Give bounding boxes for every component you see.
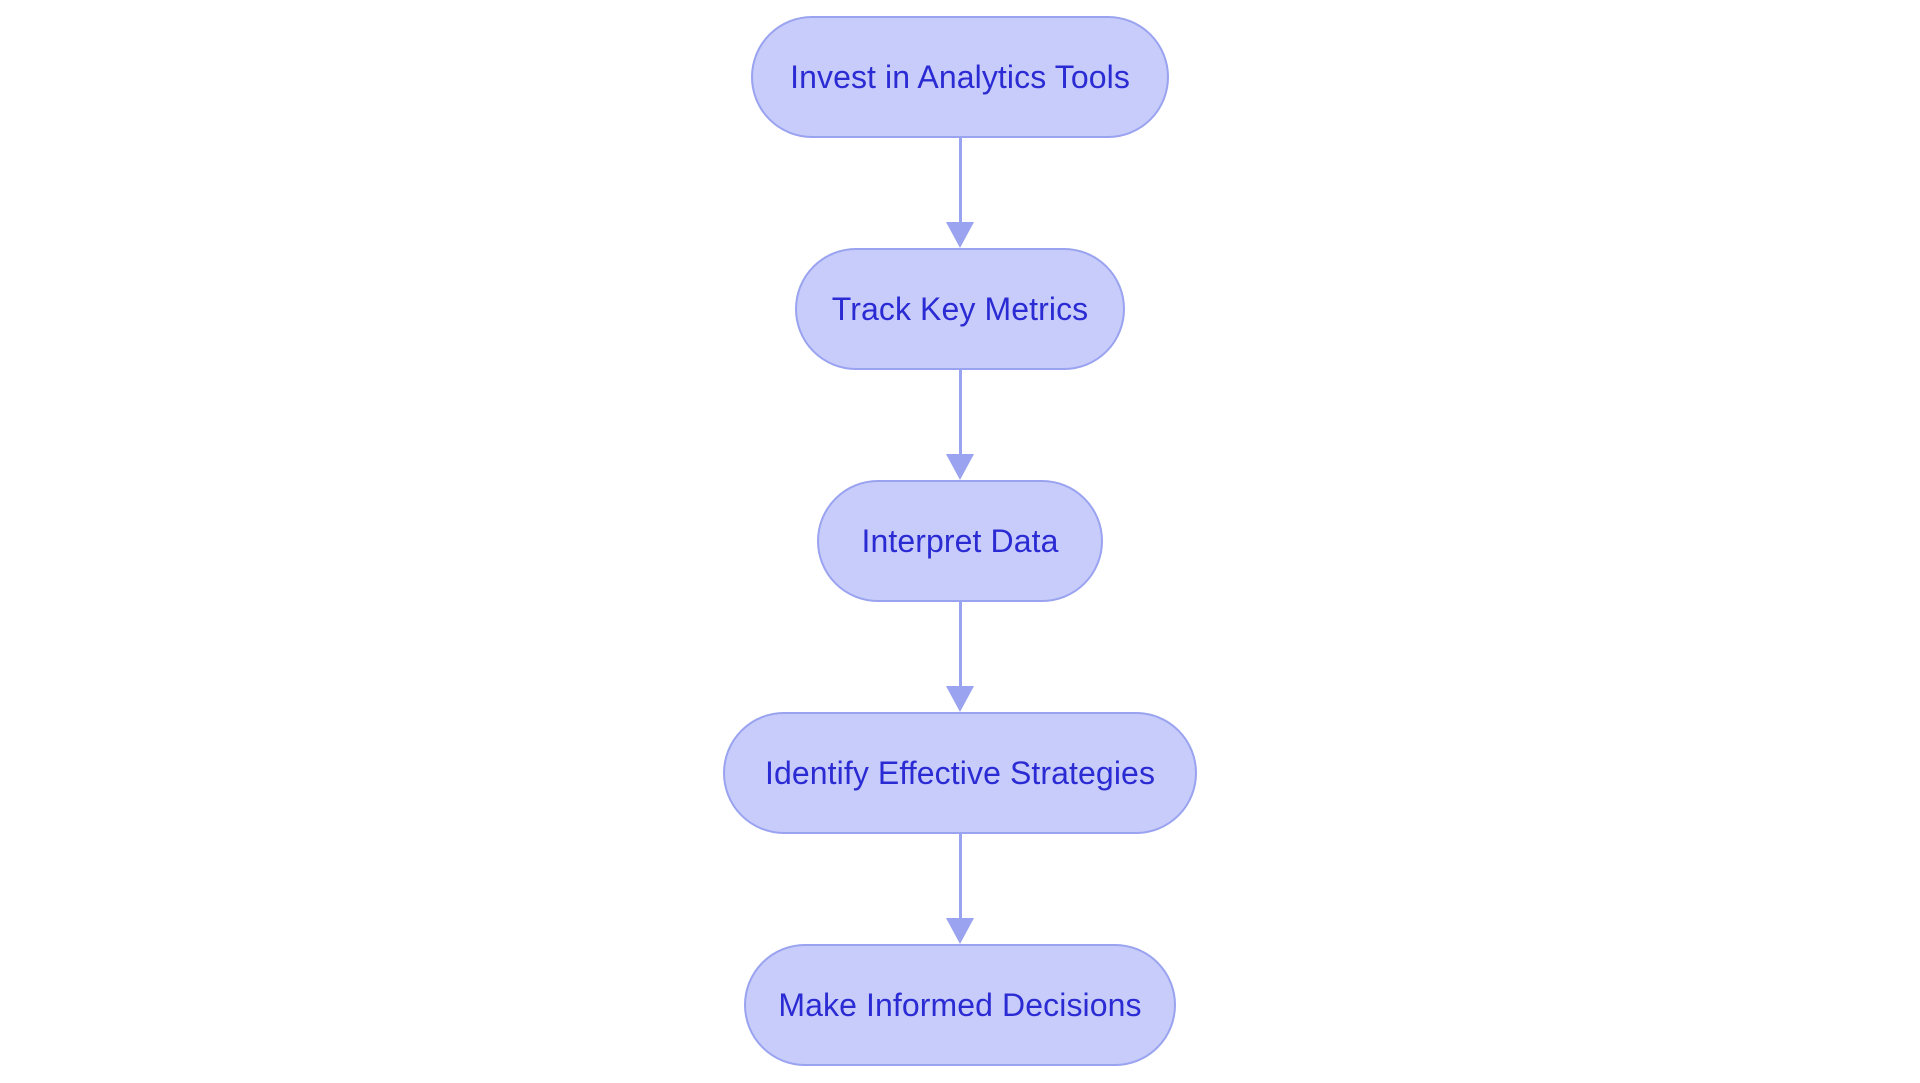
connector-line: [958, 602, 962, 686]
flow-node-label: Interpret Data: [861, 523, 1059, 559]
flow-connector-n2-n3: [945, 370, 975, 480]
flow-node-make-informed-decisions[interactable]: Make Informed Decisions: [744, 944, 1176, 1066]
flow-node-label: Track Key Metrics: [831, 291, 1089, 327]
flow-node-interpret-data[interactable]: Interpret Data: [817, 480, 1103, 602]
flow-node-label: Invest in Analytics Tools: [790, 59, 1130, 95]
arrow-down-icon: [946, 222, 974, 248]
flow-connector-n4-n5: [945, 834, 975, 944]
flow-node-invest-in-analytics-tools[interactable]: Invest in Analytics Tools: [751, 16, 1169, 138]
flow-connector-n1-n2: [945, 138, 975, 248]
connector-line: [958, 834, 962, 918]
connector-line: [958, 370, 962, 454]
flow-connector-n3-n4: [945, 602, 975, 712]
arrow-down-icon: [946, 454, 974, 480]
top-spacer: [960, 0, 961, 16]
arrow-down-icon: [946, 686, 974, 712]
flow-node-identify-effective-strategies[interactable]: Identify Effective Strategies: [723, 712, 1197, 834]
connector-line: [958, 138, 962, 222]
arrow-down-icon: [946, 918, 974, 944]
flow-node-track-key-metrics[interactable]: Track Key Metrics: [795, 248, 1125, 370]
flow-node-label: Identify Effective Strategies: [764, 755, 1156, 791]
flow-node-label: Make Informed Decisions: [778, 987, 1142, 1023]
